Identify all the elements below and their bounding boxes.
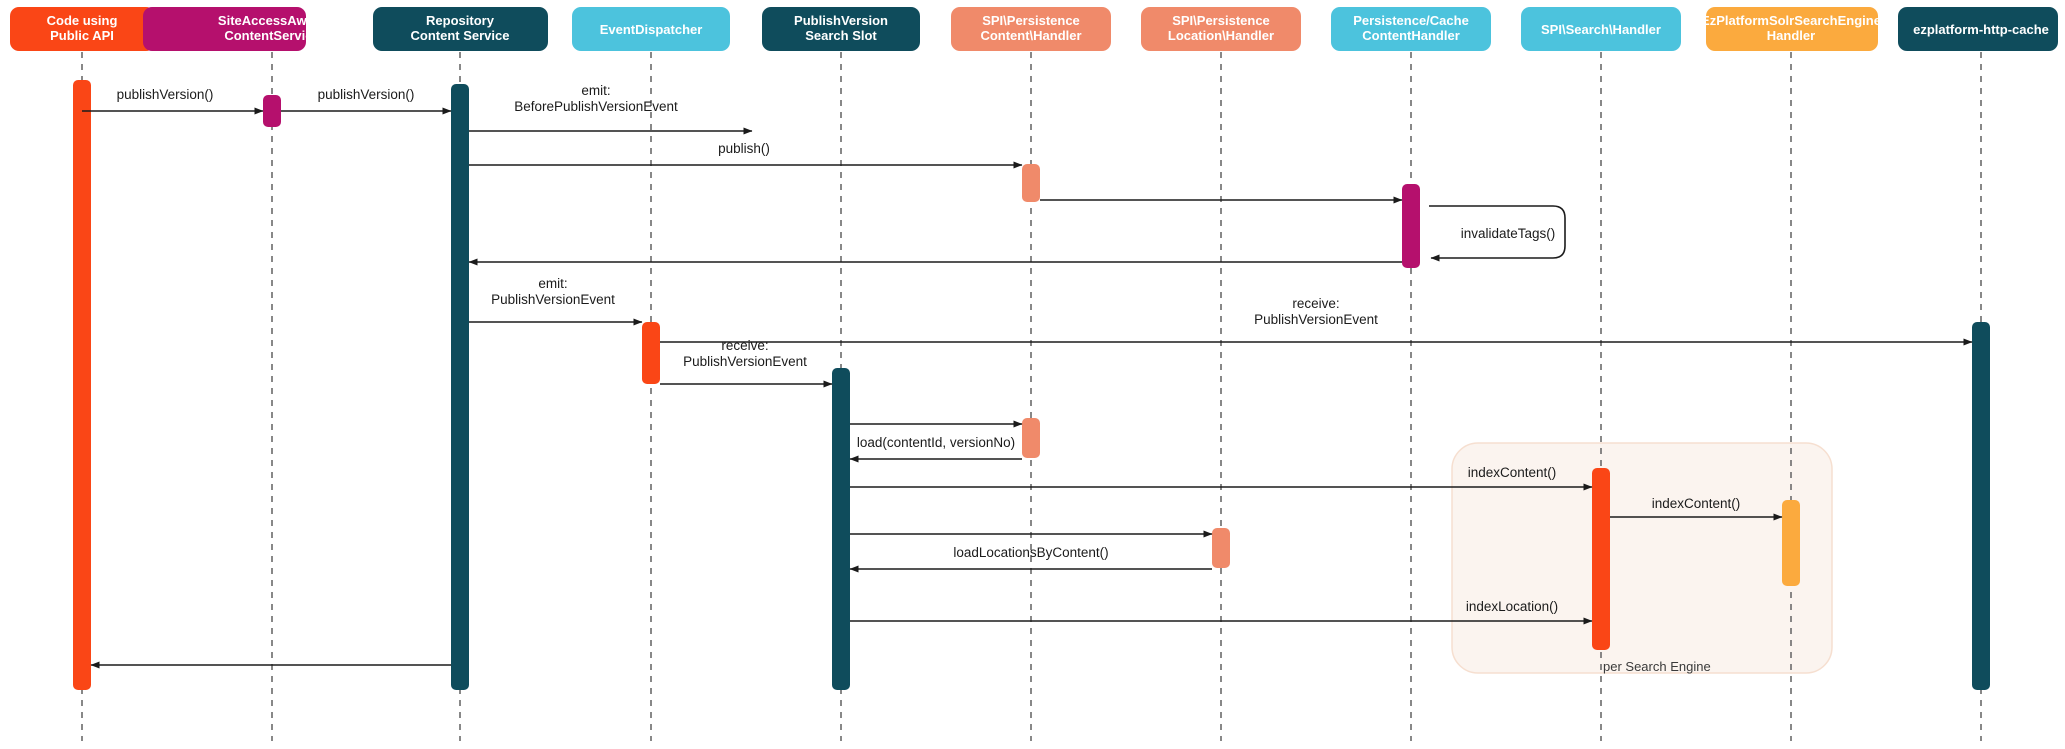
actor-box-spi-content[interactable] [951,7,1111,51]
message-label: publishVersion() [318,87,415,102]
message-label: publish() [718,141,770,156]
actor-box-spi-search[interactable] [1521,7,1681,51]
actor-label-eventdispatcher: EventDispatcher [600,22,703,37]
fragment-layer: per Search Engine [1451,442,1833,674]
actor-http-cache[interactable]: ezplatform-http-cache [1898,7,2058,51]
message-label: PublishVersionEvent [683,354,807,369]
message-m10: receive:PublishVersionEvent [660,338,833,388]
message-m2: publishVersion() [281,87,452,115]
actor-label-http-cache: ezplatform-http-cache [1913,22,2049,37]
actor-box-cache-content[interactable] [1331,7,1491,51]
fragment-frag-search-engine: per Search Engine [1451,442,1833,674]
actor-box-eventdispatcher[interactable] [572,7,730,51]
actor-label-solr-engine: EzPlatformSolrSearchEngine [1701,13,1881,28]
activation-act-public-api [73,80,91,690]
message-m4: publish() [469,141,1023,169]
message-m8: emit:PublishVersionEvent [469,276,643,326]
actor-label-spi-location: Location\Handler [1168,28,1274,43]
actor-box-publishversion[interactable] [762,7,920,51]
activation-act-solr-engine [1782,500,1800,586]
message-label: invalidateTags() [1461,226,1556,241]
activation-act-cache-content [1402,184,1420,268]
actor-spi-search[interactable]: SPI\Search\Handler [1521,7,1681,51]
actor-box-repository[interactable] [373,7,548,51]
message-label: BeforePublishVersionEvent [514,99,678,114]
actor-label-publishversion: PublishVersion [794,13,888,28]
message-label: load(contentId, versionNo) [857,435,1015,450]
message-m1: publishVersion() [82,87,264,115]
activation-act-publishversion [832,368,850,690]
actor-label-siteaccessaware: ContentService [224,28,319,43]
activation-act-siteaccessaware [263,95,281,127]
message-m12: load(contentId, versionNo) [849,435,1022,463]
fragment-box [1451,442,1833,674]
message-label: receive: [721,338,768,353]
actor-label-spi-location: SPI\Persistence [1172,13,1270,28]
message-label: PublishVersionEvent [1254,312,1378,327]
message-m6: invalidateTags() [1429,205,1566,262]
actor-label-public-api: Public API [50,28,114,43]
actor-label-cache-content: ContentHandler [1362,28,1460,43]
message-m9: receive:PublishVersionEvent [660,296,1973,346]
message-label: loadLocationsByContent() [953,545,1108,560]
message-label: receive: [1292,296,1339,311]
actor-label-siteaccessaware: SiteAccessAware [218,13,326,28]
message-m14: indexContent() [1610,496,1783,521]
actor-box-spi-location[interactable] [1141,7,1301,51]
message-label: publishVersion() [117,87,214,102]
self-message-arrow [1429,205,1566,262]
message-label: PublishVersionEvent [491,292,615,307]
message-m13: indexContent() [850,465,1593,491]
activation-act-spi-content-2 [1022,418,1040,458]
message-label: indexLocation() [1466,599,1558,614]
actor-box-siteaccessaware[interactable] [143,7,306,51]
actor-label-spi-content: SPI\Persistence [982,13,1080,28]
message-m16: loadLocationsByContent() [849,545,1212,573]
activation-act-spi-search [1592,468,1610,650]
message-layer: publishVersion()publishVersion()emit:Bef… [82,83,1973,669]
actor-label-spi-search: SPI\Search\Handler [1541,22,1661,37]
actor-label-solr-engine: Handler [1767,28,1815,43]
actor-box-public-api[interactable] [10,7,155,51]
message-label: emit: [538,276,567,291]
actor-label-spi-content: Content\Handler [980,28,1081,43]
message-m3: emit:BeforePublishVersionEvent [469,83,753,135]
message-label: emit: [581,83,610,98]
actor-box-solr-engine[interactable] [1706,7,1878,51]
activation-act-spi-content-1 [1022,164,1040,202]
actor-label-public-api: Code using [47,13,118,28]
activation-layer [73,80,1990,690]
actor-box-http-cache[interactable] [1898,7,2058,51]
activation-act-spi-location [1212,528,1230,568]
actor-label-repository: Repository [426,13,495,28]
actor-label-cache-content: Persistence/Cache [1353,13,1469,28]
message-label: indexContent() [1468,465,1557,480]
activation-act-repository [451,84,469,690]
activation-act-http-cache [1972,322,1990,690]
message-m17: indexLocation() [850,599,1593,625]
actor-label-repository: Content Service [411,28,510,43]
actor-label-publishversion: Search Slot [805,28,877,43]
message-label: indexContent() [1652,496,1741,511]
fragment-label: per Search Engine [1603,659,1711,674]
actor-eventdispatcher[interactable]: EventDispatcher [572,7,730,51]
activation-act-eventdispatcher [642,322,660,384]
